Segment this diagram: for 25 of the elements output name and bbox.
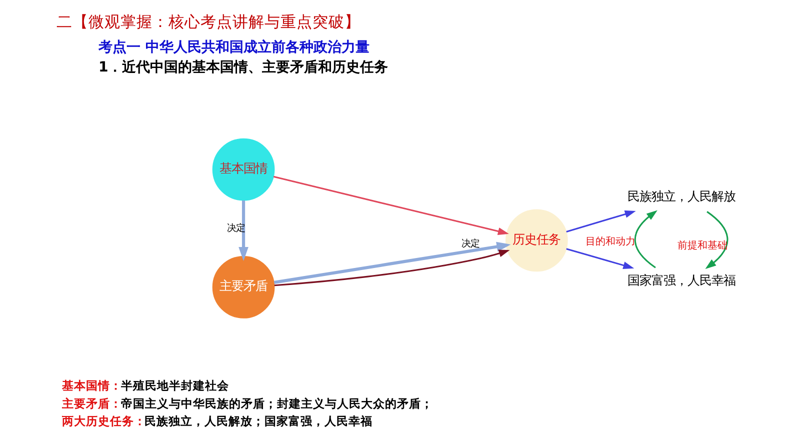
- label: 两大历史任务：: [61, 414, 146, 428]
- arrow: [274, 250, 510, 286]
- edge-label: 目的和动力: [584, 236, 635, 248]
- arrow: [566, 248, 634, 270]
- node-text: 国家富强，人民幸福: [626, 272, 735, 288]
- arrow: [273, 242, 510, 284]
- label: 民族独立，人民解放；国家富强，人民幸福: [144, 414, 372, 428]
- node-circle: 主要矛盾: [212, 256, 274, 318]
- node-circle: 历史任务: [504, 209, 568, 272]
- edge-label: 决定: [460, 238, 479, 250]
- arrow: [238, 200, 248, 262]
- label: 考点一 中华人民共和国成立前各种政治力量: [98, 39, 369, 56]
- label: 1．近代中国的基本国情、主要矛盾和历史任务: [98, 60, 388, 76]
- arrow: [566, 210, 636, 233]
- label: 主要矛盾：: [61, 396, 122, 410]
- arrow: [704, 211, 728, 270]
- diagram-title: 二【微观掌握：核心考点讲解与重点突破】: [56, 12, 360, 31]
- label: 基本国情：: [61, 378, 122, 392]
- arrow: [272, 176, 508, 236]
- arrow: [634, 210, 657, 268]
- label: 帝国主义与中华民族的矛盾；封建主义与人民大众的矛盾；: [120, 396, 433, 410]
- label: 半殖民地半封建社会: [120, 378, 229, 392]
- node-circle: 基本国情: [212, 138, 274, 201]
- node-text: 民族独立，人民解放: [626, 188, 735, 204]
- edge-label: 决定: [226, 222, 245, 234]
